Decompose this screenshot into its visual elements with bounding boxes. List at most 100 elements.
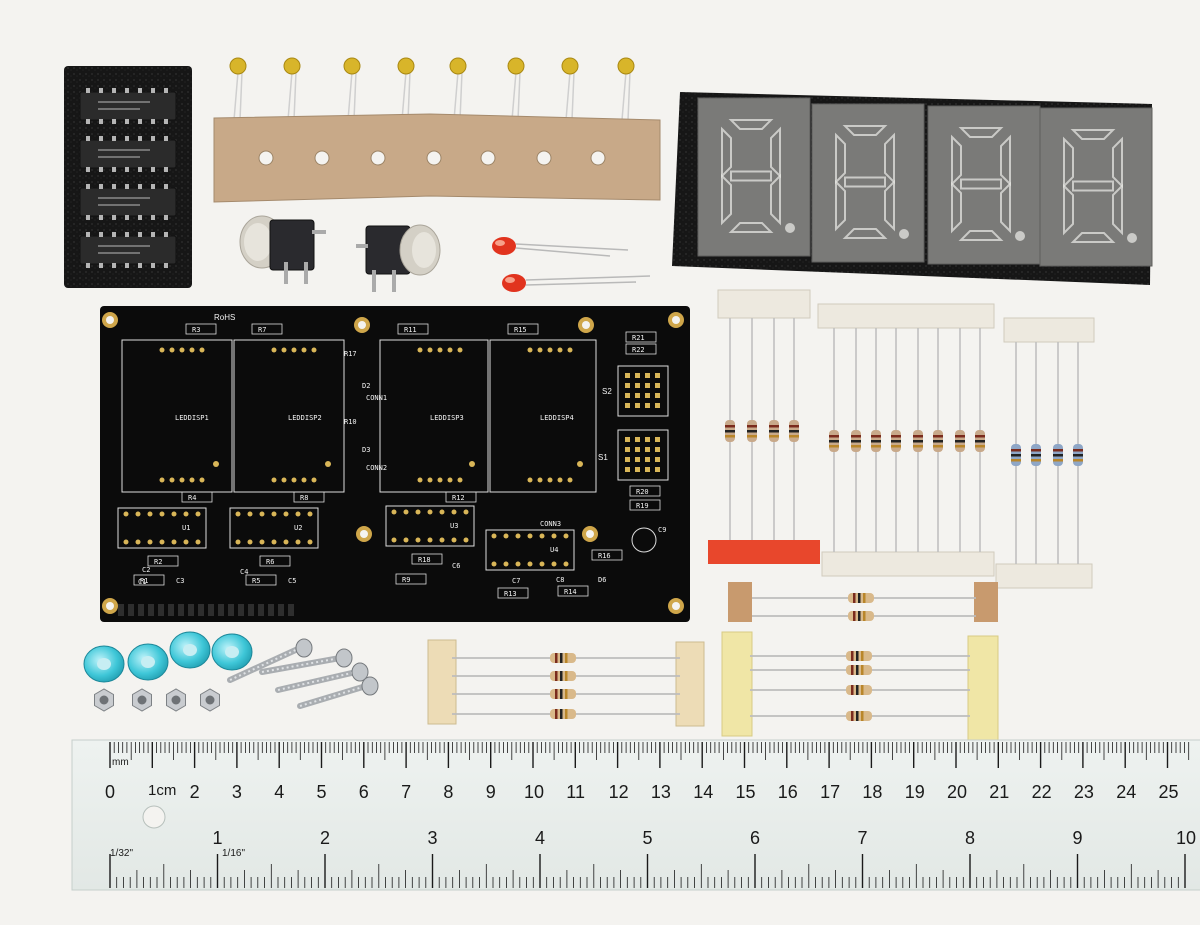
- pcb-label-resistor: R5: [252, 577, 260, 585]
- pcb-pad: [527, 533, 533, 539]
- ic-pin: [112, 184, 116, 189]
- resistor-band: [555, 709, 558, 719]
- pcb-pad: [463, 509, 469, 515]
- ic-pin: [151, 232, 155, 237]
- pcb-pad: [135, 511, 141, 517]
- pcb-mount-hole-center: [586, 530, 594, 538]
- pcb-label-resistor: R14: [564, 588, 577, 596]
- pcb-pad: [625, 447, 630, 452]
- ruler-cm-number-20: 20: [947, 782, 967, 802]
- resistor-band: [565, 689, 568, 699]
- push-button-1: [239, 215, 326, 284]
- resistor-v1-3: [769, 318, 779, 540]
- resistor-h2-1: [752, 593, 976, 603]
- pcb-pad: [645, 383, 650, 388]
- pcb-pad: [259, 539, 265, 545]
- seven-segment-displays: [672, 92, 1153, 285]
- ceramic-cap-4: [397, 57, 415, 75]
- cap-lead: [233, 71, 239, 121]
- resistors-vertical-group-1: [708, 289, 820, 564]
- ruler-cm-number-22: 22: [1032, 782, 1052, 802]
- resistor-body: [846, 665, 872, 675]
- ic-pin: [86, 184, 90, 189]
- pcb-label-resistor: R21: [632, 334, 645, 342]
- resistor-band: [829, 435, 839, 438]
- pcb-pad: [169, 477, 175, 483]
- pcb-resistor-r3: R3: [185, 323, 217, 335]
- resistor-band: [856, 665, 859, 675]
- resistor-band: [858, 593, 861, 603]
- resistor-outline: [259, 555, 291, 567]
- resistor-body: [550, 689, 576, 699]
- resistor-band: [1031, 454, 1041, 457]
- resistor-band: [560, 671, 563, 681]
- dip-ic-3: [79, 184, 177, 220]
- pcb-pad: [645, 373, 650, 378]
- ruler-cm-number-19: 19: [905, 782, 925, 802]
- pcb-mount-hole-center: [672, 602, 680, 610]
- segment-dp: [1127, 233, 1137, 243]
- push-buttons: [239, 215, 441, 292]
- ruler-unit-cm: 1cm: [148, 782, 176, 799]
- cap-lead: [347, 71, 353, 121]
- ic-pin: [99, 88, 103, 93]
- washer-hole: [225, 646, 239, 658]
- ic-pin: [86, 88, 90, 93]
- screw-thread: [277, 671, 357, 691]
- resistor-outline: [629, 485, 661, 497]
- resistor-h2-2: [752, 611, 976, 621]
- pcb-pad: [437, 347, 443, 353]
- edge-pad: [128, 604, 134, 616]
- pcb-pad: [547, 347, 553, 353]
- pcb-display-footprint-2: [233, 339, 345, 493]
- pcb-label-resistor: R4: [188, 494, 196, 502]
- pcb-resistor-r2: R2: [147, 555, 179, 567]
- machine-screw-4: [297, 676, 379, 709]
- resistor-band: [955, 435, 965, 438]
- segment-a: [958, 127, 1004, 138]
- ruler-cm-number-18: 18: [862, 782, 882, 802]
- pcb-label-resistor: R13: [504, 590, 517, 598]
- pcb-pad: [301, 477, 307, 483]
- pcb-resistor-r8: R8: [293, 491, 325, 503]
- pcb-chip-footprint-4: U4: [485, 529, 575, 571]
- resistor-band: [933, 445, 943, 448]
- ic-pin: [125, 232, 129, 237]
- resistor-h1-4: [452, 709, 680, 719]
- ic-pin: [99, 263, 103, 268]
- resistor-band: [856, 711, 859, 721]
- cap-lead: [239, 71, 243, 121]
- pcb-pad: [625, 393, 630, 398]
- footprint-outline: [233, 339, 345, 493]
- ic-pin: [99, 167, 103, 172]
- pcb-pad: [655, 403, 660, 408]
- segment-e: [951, 181, 962, 234]
- ic-pin: [112, 263, 116, 268]
- pcb-pad: [271, 539, 277, 545]
- pcb-pad: [645, 467, 650, 472]
- pcb-resistor-r5: R5: [245, 574, 277, 586]
- resistor-band: [1073, 459, 1083, 462]
- pcb-pad: [503, 561, 509, 567]
- segment-c: [1112, 183, 1123, 236]
- resistor-band: [1011, 459, 1021, 462]
- pcb-label-resistor: R15: [514, 326, 527, 334]
- resistor-band: [975, 445, 985, 448]
- edge-pad: [218, 604, 224, 616]
- resistor-outline: [629, 499, 661, 511]
- pcb-pad: [527, 561, 533, 567]
- segment-a: [842, 125, 888, 136]
- pcb-pad: [655, 447, 660, 452]
- dip-ic-4: [79, 232, 177, 268]
- nut-hole: [99, 695, 109, 705]
- segment-f: [951, 134, 962, 187]
- resistor-band: [789, 425, 799, 428]
- ruler-inch-number-8: 8: [965, 828, 975, 848]
- pcb-pad: [491, 533, 497, 539]
- resistor-band: [747, 425, 757, 428]
- resistor-band: [858, 611, 861, 621]
- pcb-label-switch: S2: [602, 387, 612, 396]
- resistor-band: [725, 425, 735, 428]
- pcb-pad: [625, 457, 630, 462]
- resistor-outline: [497, 587, 529, 599]
